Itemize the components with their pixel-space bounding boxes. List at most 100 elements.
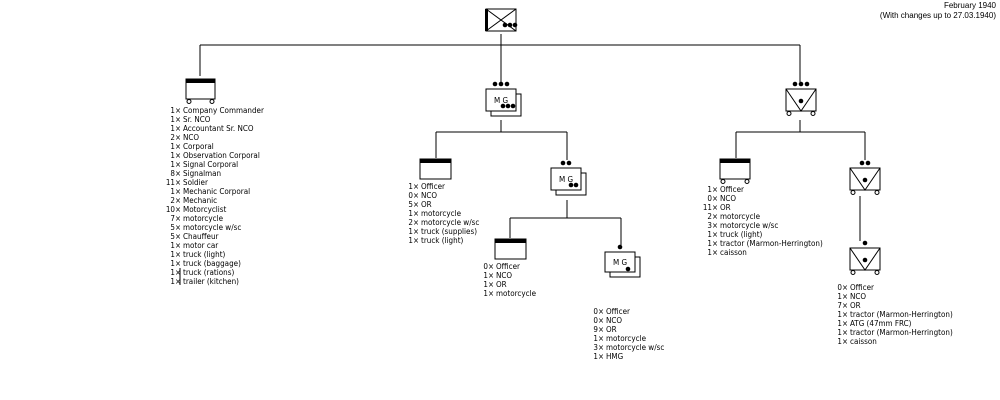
count: 2× (707, 212, 718, 221)
count: 5× (408, 200, 419, 209)
count: 1× (483, 271, 494, 280)
item: Accountant Sr. NCO (183, 124, 254, 133)
count: 5× (170, 223, 181, 232)
mg-section-symbol: M G (604, 244, 641, 278)
item: NCO (496, 271, 512, 280)
count: 7× (170, 214, 181, 223)
count: 0× (707, 194, 718, 203)
count: 2× (170, 196, 181, 205)
item: caisson (850, 337, 877, 346)
count: 0× (483, 262, 494, 271)
item: NCO (720, 194, 736, 203)
item: motorcycle (496, 289, 537, 298)
item: Corporal (183, 142, 214, 151)
hq-company-symbol (185, 78, 216, 104)
item: Officer (421, 182, 445, 191)
item: motorcycle (720, 212, 761, 221)
item: motorcycle w/sc (720, 221, 778, 230)
item: NCO (183, 133, 199, 142)
item: tractor (Marmon-Herrington) (850, 310, 953, 319)
item: OR (850, 301, 861, 310)
count: 11× (166, 178, 181, 187)
item: Mechanic Corporal (183, 187, 250, 196)
item: NCO (850, 292, 866, 301)
at-section-symbol (849, 240, 881, 275)
item: motorcycle w/sc (183, 223, 241, 232)
item: Officer (720, 185, 744, 194)
mg-section-symbol-label: M G (613, 258, 627, 267)
count: 1× (707, 248, 718, 257)
count: 1× (837, 310, 848, 319)
count: 1× (483, 289, 494, 298)
item: Motorcyclist (183, 205, 227, 214)
count: 1× (170, 106, 181, 115)
count: 1× (408, 209, 419, 218)
mg-hq-list: 1×Officer0×NCO5×OR1×motorcycle2×motorcyc… (408, 182, 479, 245)
item: trailer (kitchen) (183, 277, 239, 286)
item: NCO (421, 191, 437, 200)
count: 3× (593, 343, 604, 352)
unit-symbols: M G M G M G (185, 8, 881, 278)
item: HMG (606, 352, 623, 361)
count: 1× (837, 319, 848, 328)
count: 1× (170, 268, 181, 277)
item: Officer (850, 283, 874, 292)
count: 1× (837, 337, 848, 346)
item: motorcycle w/sc (421, 218, 479, 227)
count: 2× (170, 133, 181, 142)
connector-lines (179, 34, 866, 285)
count: 1× (170, 241, 181, 250)
item: Officer (606, 307, 630, 316)
item: tractor (Marmon-Herrington) (720, 239, 823, 248)
battalion-hq-symbol (485, 8, 518, 32)
count: 1× (408, 227, 419, 236)
at-hq-symbol (719, 158, 751, 184)
count: 1× (707, 239, 718, 248)
date-block: February 1940 (With changes up to 27.03.… (880, 1, 996, 21)
mg-hq-symbol (419, 158, 452, 180)
count: 7× (837, 301, 848, 310)
item: truck (light) (183, 250, 226, 259)
count: 0× (837, 283, 848, 292)
at-hq-list: 1×Officer0×NCO11×OR2×motorcycle3×motorcy… (703, 185, 823, 257)
item: truck (baggage) (183, 259, 241, 268)
mg-company-symbol: M G (485, 81, 522, 117)
item: Chauffeur (183, 232, 219, 241)
count: 5× (170, 232, 181, 241)
count: 2× (408, 218, 419, 227)
item: motor car (183, 241, 218, 250)
item: motorcycle (606, 334, 647, 343)
count: 1× (837, 328, 848, 337)
item: truck (supplies) (421, 227, 477, 236)
count: 1× (707, 230, 718, 239)
item: OR (606, 325, 617, 334)
item: Signal Corporal (183, 160, 238, 169)
item: NCO (606, 316, 622, 325)
item: truck (light) (421, 236, 464, 245)
count: 0× (593, 307, 604, 316)
count: 1× (593, 334, 604, 343)
item: Signalman (183, 169, 221, 178)
count: 1× (170, 142, 181, 151)
count: 9× (593, 325, 604, 334)
count: 8× (170, 169, 181, 178)
count: 1× (707, 185, 718, 194)
count: 1× (170, 151, 181, 160)
changes-note: (With changes up to 27.03.1940) (879, 11, 996, 20)
count: 0× (593, 316, 604, 325)
item: Company Commander (183, 106, 264, 115)
count: 11× (703, 203, 718, 212)
count: 1× (170, 187, 181, 196)
count: 3× (707, 221, 718, 230)
at-platoon-symbol (849, 160, 881, 195)
item: OR (496, 280, 507, 289)
date-text: February 1940 (943, 1, 996, 10)
item: Mechanic (183, 196, 217, 205)
item: motorcycle w/sc (606, 343, 664, 352)
item: Sr. NCO (183, 115, 211, 124)
count: 1× (408, 236, 419, 245)
mg-platoon-symbol: M G (550, 160, 587, 196)
